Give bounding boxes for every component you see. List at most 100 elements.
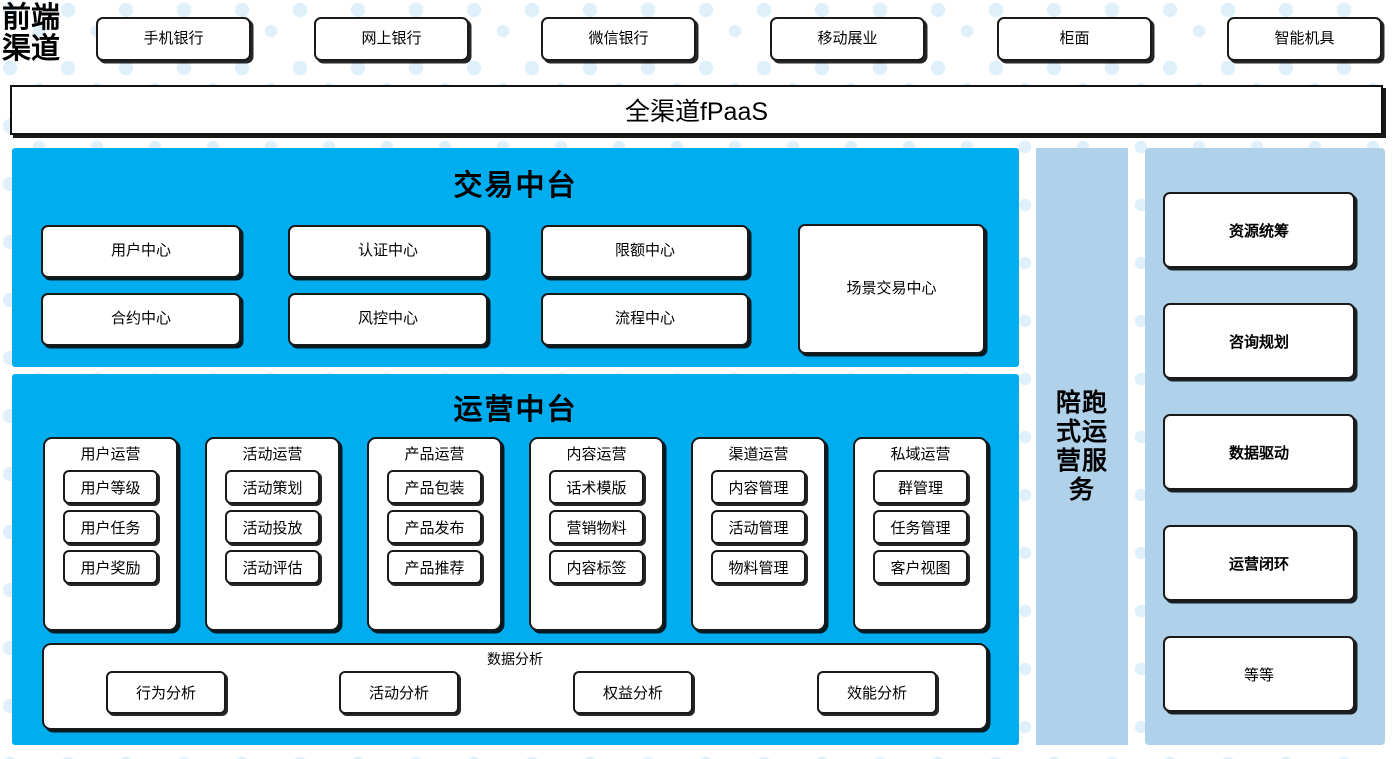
channel-box-label: 手机银行 — [143, 29, 204, 47]
operations-item-label: 产品推荐 — [404, 559, 465, 577]
trade-center-box[interactable]: 限额中心 — [541, 225, 749, 278]
channel-box[interactable]: 柜面 — [997, 17, 1152, 61]
trade-center-box-label: 用户中心 — [110, 242, 171, 260]
operations-column: 用户运营用户等级用户任务用户奖励 — [43, 437, 178, 631]
operations-item[interactable]: 产品推荐 — [387, 550, 482, 584]
trade-center-box-label: 限额中心 — [614, 242, 675, 260]
trade-center-box[interactable]: 流程中心 — [541, 293, 749, 346]
operations-item[interactable]: 任务管理 — [873, 510, 968, 544]
channel-box-label: 网上银行 — [361, 29, 422, 47]
data-analysis-item[interactable]: 活动分析 — [339, 671, 459, 714]
operations-item-label: 活动评估 — [242, 559, 303, 577]
operations-item[interactable]: 营销物料 — [549, 510, 644, 544]
channel-box[interactable]: 智能机具 — [1227, 17, 1382, 61]
data-analysis-item-label: 效能分析 — [846, 685, 907, 702]
data-analysis-item-label: 行为分析 — [135, 685, 196, 702]
channel-box-label: 柜面 — [1059, 29, 1090, 47]
operations-platform-title: 运营中台 — [453, 394, 578, 426]
trade-center-box[interactable]: 风控中心 — [288, 293, 488, 346]
accompany-operation-service-column: 陪跑式运营服务 — [1036, 148, 1128, 745]
service-capability-item-label: 等等 — [1243, 666, 1274, 684]
operations-item-label: 活动管理 — [728, 519, 789, 537]
channel-box[interactable]: 移动展业 — [770, 17, 925, 61]
operations-column: 内容运营话术模版营销物料内容标签 — [529, 437, 664, 631]
service-capability-item[interactable]: 等等 — [1163, 636, 1355, 712]
operations-item-label: 活动投放 — [242, 519, 303, 537]
operations-item[interactable]: 用户奖励 — [63, 550, 158, 584]
channel-box[interactable]: 手机银行 — [96, 17, 251, 61]
operations-item-label: 产品包装 — [404, 479, 465, 497]
operations-item-label: 物料管理 — [728, 559, 789, 577]
omnichannel-fpaas-banner: 全渠道fPaaS — [10, 85, 1383, 135]
trade-platform-title: 交易中台 — [453, 170, 578, 202]
service-capability-item-label: 数据驱动 — [1228, 444, 1289, 462]
service-capability-panel: 资源统筹咨询规划数据驱动运营闭环等等 — [1145, 148, 1385, 745]
operations-item[interactable]: 产品发布 — [387, 510, 482, 544]
operations-column-title: 产品运营 — [404, 446, 465, 463]
operations-column-title: 私域运营 — [890, 446, 951, 463]
operations-column: 产品运营产品包装产品发布产品推荐 — [367, 437, 502, 631]
operations-item-label: 营销物料 — [566, 519, 627, 537]
operations-item[interactable]: 内容管理 — [711, 470, 806, 504]
data-analysis-item-label: 权益分析 — [602, 685, 663, 702]
data-analysis-item[interactable]: 效能分析 — [817, 671, 937, 714]
operations-column-title: 用户运营 — [80, 446, 141, 463]
operations-item-label: 活动策划 — [242, 479, 303, 497]
service-capability-item[interactable]: 资源统筹 — [1163, 192, 1355, 268]
operations-item[interactable]: 产品包装 — [387, 470, 482, 504]
operations-item[interactable]: 用户任务 — [63, 510, 158, 544]
operations-column-title: 活动运营 — [242, 446, 303, 463]
trade-center-box[interactable]: 认证中心 — [288, 225, 488, 278]
operations-item[interactable]: 物料管理 — [711, 550, 806, 584]
trade-center-box-label: 认证中心 — [357, 242, 418, 260]
trade-center-box-label: 场景交易中心 — [846, 279, 937, 297]
channel-box-label: 智能机具 — [1274, 29, 1335, 47]
operations-item-label: 客户视图 — [890, 559, 951, 577]
operations-item[interactable]: 话术模版 — [549, 470, 644, 504]
operations-item[interactable]: 内容标签 — [549, 550, 644, 584]
operations-item[interactable]: 客户视图 — [873, 550, 968, 584]
operations-item[interactable]: 群管理 — [873, 470, 968, 504]
operations-item-label: 用户奖励 — [80, 559, 141, 577]
data-analysis-title: 数据分析 — [487, 651, 543, 667]
data-analysis-item[interactable]: 行为分析 — [106, 671, 226, 714]
service-capability-item-label: 咨询规划 — [1228, 333, 1289, 351]
accompany-service-label: 陪跑式运营服务 — [1055, 388, 1108, 504]
channel-label-line1: 前端 — [2, 2, 61, 34]
service-capability-item[interactable]: 运营闭环 — [1163, 525, 1355, 601]
channel-box-label: 移动展业 — [817, 29, 878, 47]
operations-item[interactable]: 活动策划 — [225, 470, 320, 504]
fpaas-title: 全渠道fPaaS — [624, 98, 769, 126]
operations-item-label: 内容标签 — [566, 559, 627, 577]
operations-column: 渠道运营内容管理活动管理物料管理 — [691, 437, 826, 631]
data-analysis-item[interactable]: 权益分析 — [573, 671, 693, 714]
channel-box[interactable]: 网上银行 — [314, 17, 469, 61]
channel-box[interactable]: 微信银行 — [541, 17, 696, 61]
operations-column-title: 渠道运营 — [728, 446, 789, 463]
trade-center-box[interactable]: 场景交易中心 — [798, 224, 985, 354]
operations-item[interactable]: 用户等级 — [63, 470, 158, 504]
operations-column: 私域运营群管理任务管理客户视图 — [853, 437, 988, 631]
operations-item-label: 用户等级 — [80, 479, 141, 497]
trade-center-box-label: 风控中心 — [357, 310, 418, 328]
operations-item-label: 话术模版 — [566, 479, 627, 497]
trade-center-box[interactable]: 合约中心 — [41, 293, 241, 346]
operations-item-label: 任务管理 — [890, 519, 951, 537]
trade-center-box-label: 流程中心 — [614, 310, 675, 328]
operations-item-label: 内容管理 — [728, 479, 789, 497]
channel-box-label: 微信银行 — [588, 29, 649, 47]
operations-item[interactable]: 活动投放 — [225, 510, 320, 544]
front-end-channel-label: 前端 渠道 — [2, 3, 88, 64]
operations-item[interactable]: 活动评估 — [225, 550, 320, 584]
service-capability-item[interactable]: 数据驱动 — [1163, 414, 1355, 490]
trade-center-box-label: 合约中心 — [110, 310, 171, 328]
operations-item[interactable]: 活动管理 — [711, 510, 806, 544]
operations-item-label: 用户任务 — [80, 519, 141, 537]
operations-column-title: 内容运营 — [566, 446, 627, 463]
operations-item-label: 群管理 — [897, 479, 943, 497]
service-capability-item[interactable]: 咨询规划 — [1163, 303, 1355, 379]
trade-center-box[interactable]: 用户中心 — [41, 225, 241, 278]
channel-label-line2: 渠道 — [2, 32, 61, 65]
data-analysis-item-label: 活动分析 — [368, 685, 429, 702]
